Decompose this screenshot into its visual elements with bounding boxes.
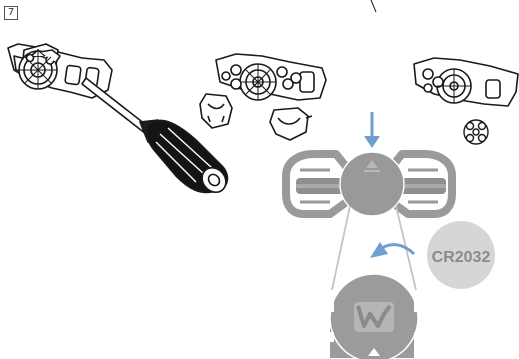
coin-battery: CR2032 [427, 221, 495, 289]
curved-arrow-icon [370, 242, 416, 258]
top-mark-line [370, 0, 377, 13]
mount-bracket-gray [282, 150, 456, 218]
step-number-badge: 7 [4, 6, 18, 20]
removed-cover-left [199, 93, 233, 129]
screwdriver-icon [81, 77, 229, 194]
logo-mark-icon [354, 302, 394, 332]
mount-assembly-center [215, 53, 327, 101]
battery-cover-gray [326, 273, 422, 359]
arrow-down-icon [364, 112, 380, 148]
battery-label: CR2032 [432, 249, 491, 266]
step-number: 7 [7, 7, 15, 18]
puck-small [463, 119, 489, 145]
mount-assembly-right [413, 57, 519, 107]
removed-cover-right [269, 107, 313, 141]
